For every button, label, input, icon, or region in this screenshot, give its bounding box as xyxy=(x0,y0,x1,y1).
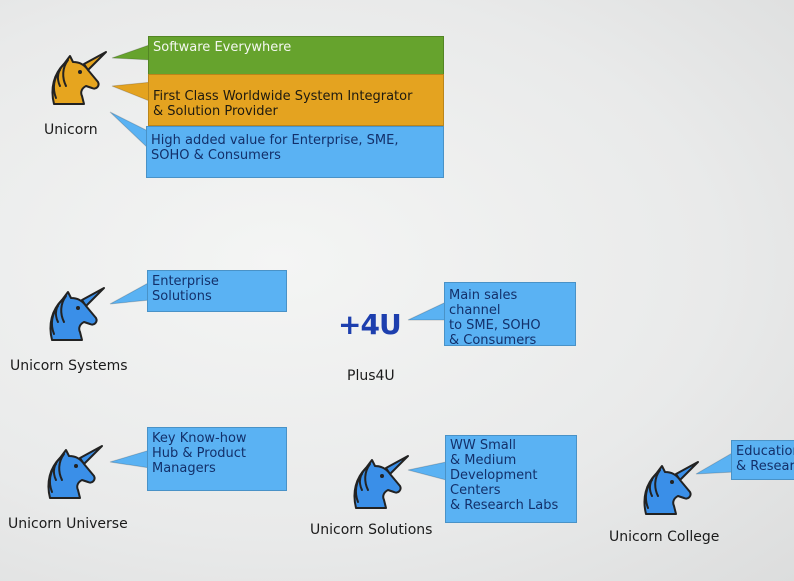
unicorn-college-logo-icon xyxy=(643,461,699,515)
callout-key-know-how: Key Know-how Hub & Product Managers xyxy=(147,427,287,491)
unicorn-universe-name: Unicorn Universe xyxy=(8,516,128,532)
unicorn-solutions-name: Unicorn Solutions xyxy=(310,522,433,538)
callout-main-sales-channel: Main sales channel to SME, SOHO & Consum… xyxy=(444,282,576,348)
plus4u-logo-icon: +4U xyxy=(338,308,402,341)
callout-ww-small-medium: WW Small & Medium Development Centers & … xyxy=(445,435,577,523)
unicorn-universe-logo-icon xyxy=(47,445,103,499)
callout-high-added-value: High added value for Enterprise, SME, SO… xyxy=(146,126,444,178)
plus4u-name: Plus4U xyxy=(347,368,395,384)
callout-enterprise-solutions: Enterprise Solutions xyxy=(147,270,287,312)
unicorn-solutions-logo-icon xyxy=(353,455,409,509)
main-unicorn-name: Unicorn xyxy=(44,122,98,138)
callout-education-research: Education & Research xyxy=(731,440,794,480)
callout-system-integrator: First Class Worldwide System Integrator … xyxy=(148,74,444,126)
unicorn-systems-logo-icon xyxy=(49,287,105,341)
callout-software-everywhere: Software Everywhere xyxy=(148,36,444,76)
unicorn-college-name: Unicorn College xyxy=(609,529,720,545)
unicorn-systems-name: Unicorn Systems xyxy=(10,358,128,374)
